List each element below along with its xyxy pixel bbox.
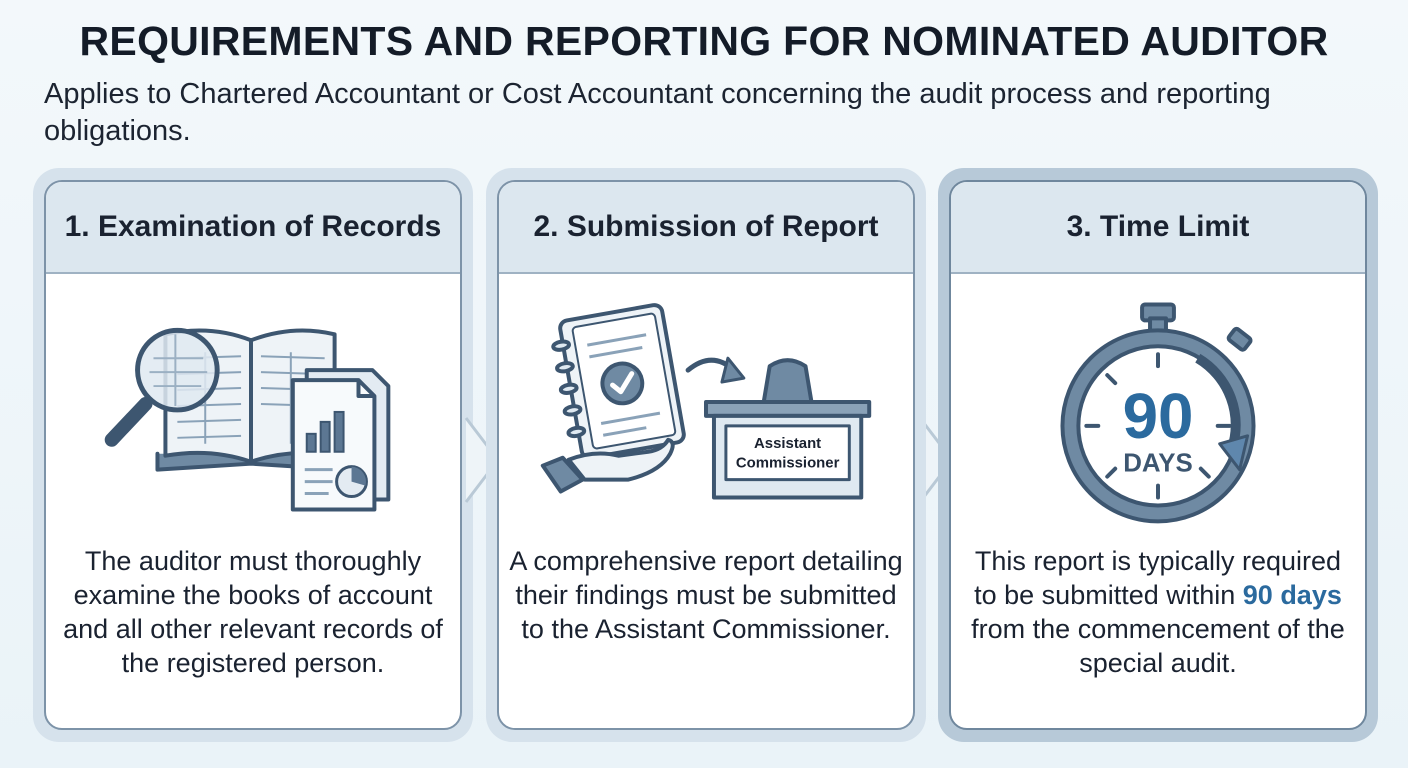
timer-unit: DAYS bbox=[1123, 450, 1192, 478]
highlight-90-days: 90 days bbox=[1242, 580, 1342, 610]
card-heading: 1. Examination of Records bbox=[46, 182, 460, 274]
card-heading: 2. Submission of Report bbox=[499, 182, 913, 274]
desk-label-line1: Assistant bbox=[754, 435, 821, 452]
card-description: The auditor must thoroughly examine the … bbox=[63, 546, 443, 678]
card-heading: 3. Time Limit bbox=[951, 182, 1365, 274]
card-body: 2. Submission of Report bbox=[497, 180, 915, 730]
report-handover-to-desk-icon: Assistant Commissioner bbox=[540, 303, 872, 500]
page-subtitle: Applies to Chartered Accountant or Cost … bbox=[44, 78, 1271, 147]
card-time-limit: 3. Time Limit 90 DAYS This report is bbox=[938, 168, 1378, 742]
page-title: REQUIREMENTS AND REPORTING FOR NOMINATED… bbox=[79, 18, 1329, 64]
magnifier-ledger-report-icon bbox=[104, 327, 391, 512]
card-description: A comprehensive report detailing their f… bbox=[509, 546, 903, 644]
card-submission-of-report: 2. Submission of Report bbox=[486, 168, 926, 742]
desk-label-line2: Commissioner bbox=[736, 455, 840, 472]
card-examination-of-records: 1. Examination of Records bbox=[33, 168, 473, 742]
timer-value: 90 bbox=[1123, 381, 1194, 452]
text-part: from the commencement of the special aud… bbox=[971, 614, 1345, 678]
text-part: This report is typically required to be … bbox=[974, 546, 1342, 610]
card-body: 1. Examination of Records bbox=[44, 180, 462, 730]
stopwatch-icon: 90 DAYS bbox=[1060, 302, 1256, 524]
card-description: This report is typically required to be … bbox=[961, 544, 1355, 680]
card-body: 3. Time Limit 90 DAYS This report is bbox=[949, 180, 1367, 730]
